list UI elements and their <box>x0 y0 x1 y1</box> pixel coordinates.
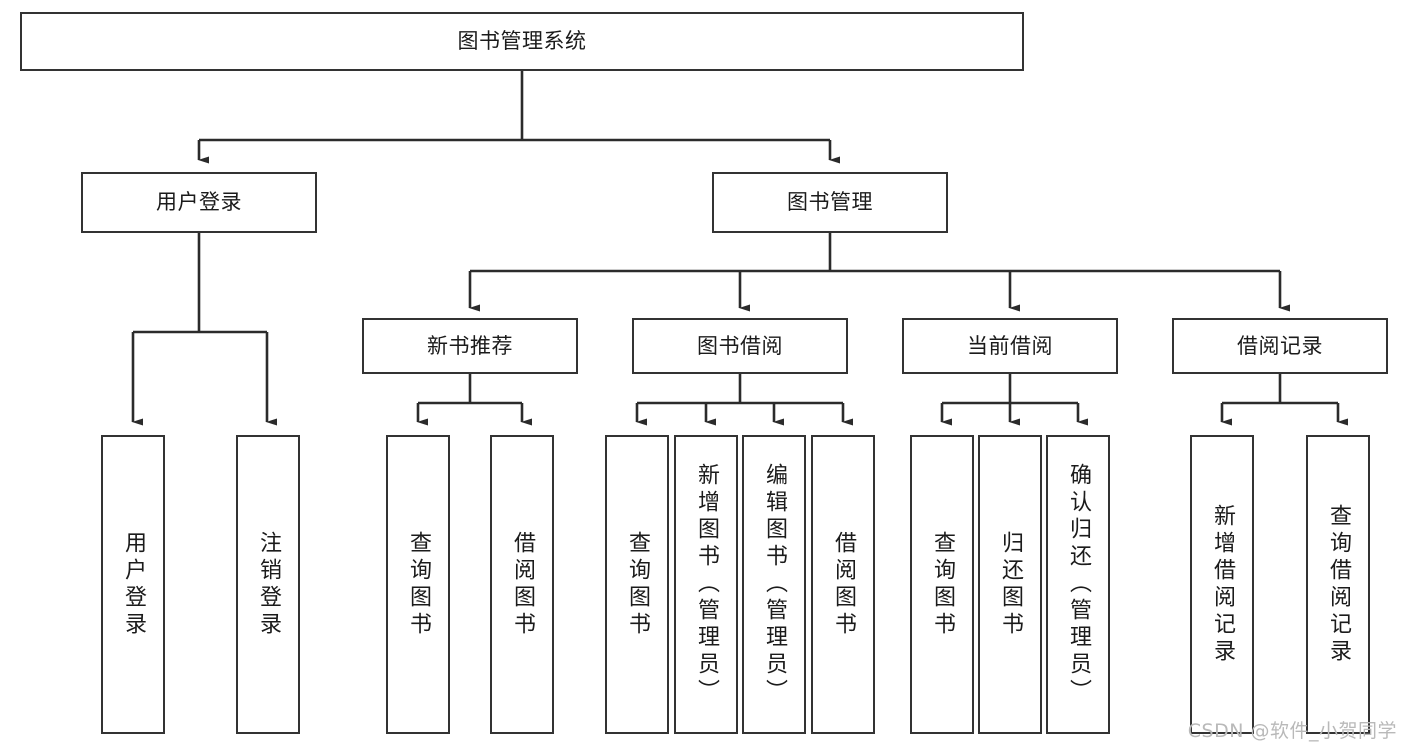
node-book-borrow-label: 图书借阅 <box>697 333 783 358</box>
node-leaf-return-book[interactable]: 归还图书 <box>978 435 1042 734</box>
node-borrow-record[interactable]: 借阅记录 <box>1172 318 1388 374</box>
node-user-login[interactable]: 用户登录 <box>81 172 317 233</box>
node-leaf-query-book-1[interactable]: 查询图书 <box>386 435 450 734</box>
node-leaf-user-logout[interactable]: 注销登录 <box>236 435 300 734</box>
node-leaf-query-book-3-label: 查询图书 <box>930 530 955 639</box>
node-book-management-label: 图书管理 <box>787 190 873 215</box>
node-leaf-user-login-label: 用户登录 <box>121 530 146 639</box>
node-leaf-borrow-book-1[interactable]: 借阅图书 <box>490 435 554 734</box>
node-leaf-add-book[interactable]: 新增图书（管理员） <box>674 435 738 734</box>
node-leaf-add-book-label: 新增图书（管理员） <box>694 463 719 706</box>
node-leaf-add-record-label: 新增借阅记录 <box>1210 503 1235 666</box>
node-leaf-add-record[interactable]: 新增借阅记录 <box>1190 435 1254 734</box>
node-root-label: 图书管理系统 <box>457 29 587 54</box>
node-root[interactable]: 图书管理系统 <box>20 12 1024 71</box>
node-leaf-user-logout-label: 注销登录 <box>256 530 281 639</box>
node-leaf-edit-book-label: 编辑图书（管理员） <box>762 463 787 706</box>
watermark-text: CSDN @软件_小贺同学 <box>1187 720 1397 742</box>
node-current-borrow-label: 当前借阅 <box>967 333 1053 358</box>
node-leaf-confirm-return-label: 确认归还（管理员） <box>1066 463 1091 706</box>
node-leaf-borrow-book-2[interactable]: 借阅图书 <box>811 435 875 734</box>
node-new-book-recommend-label: 新书推荐 <box>427 333 513 358</box>
node-leaf-user-login[interactable]: 用户登录 <box>101 435 165 734</box>
node-leaf-query-record-label: 查询借阅记录 <box>1326 503 1351 666</box>
node-leaf-query-book-1-label: 查询图书 <box>406 530 431 639</box>
node-book-management[interactable]: 图书管理 <box>712 172 948 233</box>
node-leaf-return-book-label: 归还图书 <box>998 530 1023 639</box>
node-leaf-borrow-book-2-label: 借阅图书 <box>831 530 856 639</box>
node-leaf-query-record[interactable]: 查询借阅记录 <box>1306 435 1370 734</box>
node-leaf-borrow-book-1-label: 借阅图书 <box>510 530 535 639</box>
node-leaf-query-book-3[interactable]: 查询图书 <box>910 435 974 734</box>
node-leaf-query-book-2[interactable]: 查询图书 <box>605 435 669 734</box>
node-book-borrow[interactable]: 图书借阅 <box>632 318 848 374</box>
node-borrow-record-label: 借阅记录 <box>1237 333 1323 358</box>
node-user-login-label: 用户登录 <box>156 190 242 215</box>
node-leaf-edit-book[interactable]: 编辑图书（管理员） <box>742 435 806 734</box>
node-leaf-confirm-return[interactable]: 确认归还（管理员） <box>1046 435 1110 734</box>
node-new-book-recommend[interactable]: 新书推荐 <box>362 318 578 374</box>
node-leaf-query-book-2-label: 查询图书 <box>625 530 650 639</box>
node-current-borrow[interactable]: 当前借阅 <box>902 318 1118 374</box>
